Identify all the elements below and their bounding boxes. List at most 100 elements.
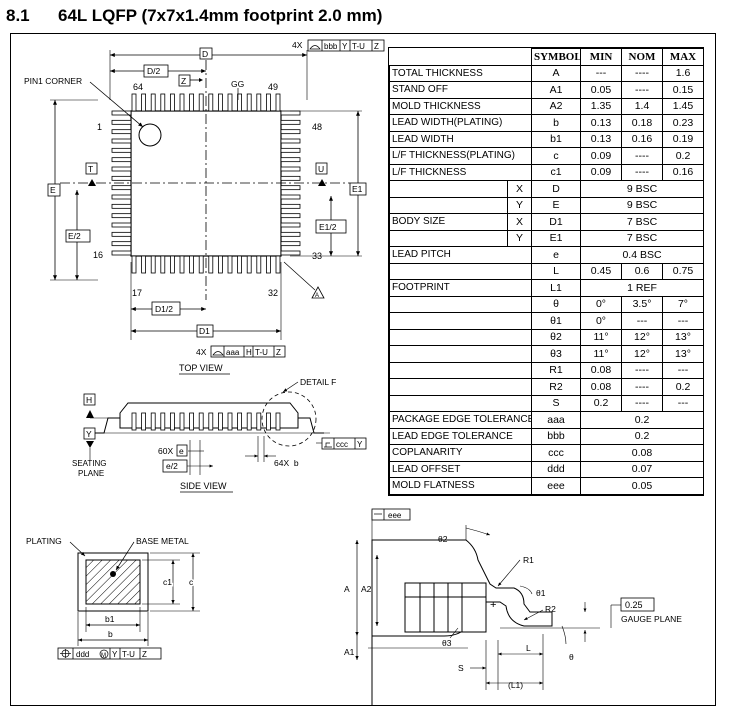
lead-side [189, 412, 195, 431]
dim-D1-2-label: D1/2 [155, 304, 173, 314]
sub-cell: Y [507, 196, 532, 214]
param-cell [389, 394, 532, 412]
side-view-caption: SIDE VIEW [180, 481, 227, 491]
base-metal-label: BASE METAL [136, 536, 189, 546]
min-cell: --- [580, 64, 622, 82]
value-cell: 9 BSC [580, 196, 704, 214]
symbol-cell: θ1 [531, 312, 581, 330]
symbol-cell: c [531, 147, 581, 165]
fcf-ccc-datum: Y [357, 440, 363, 449]
value-cell: 0.05 [580, 477, 704, 495]
lead-left [111, 175, 132, 181]
lead-left [111, 110, 132, 116]
max-cell: 13° [662, 345, 704, 363]
lead-base-metal [85, 559, 141, 605]
value-cell: 1 REF [580, 279, 704, 297]
max-cell: 7° [662, 295, 704, 313]
value-cell: 0.2 [580, 411, 704, 429]
theta2-label: θ2 [438, 534, 448, 544]
svg-text:bbb: bbb [324, 42, 338, 51]
nom-cell: ---- [621, 81, 663, 99]
lead-left [111, 157, 132, 163]
symbol-cell: θ2 [531, 328, 581, 346]
table-header-row: SYMBOL MIN NOM MAX [389, 48, 704, 66]
symbol-cell: c1 [531, 163, 581, 181]
svg-text:+: + [490, 599, 496, 611]
nom-cell: 1.4 [621, 97, 663, 115]
datum-Z: Z [181, 76, 186, 86]
datum-H: H [86, 395, 92, 405]
theta-label: θ [569, 652, 574, 662]
symbol-cell: R1 [531, 361, 581, 379]
lead-top [265, 93, 271, 112]
svg-text:Z: Z [276, 348, 281, 357]
param-cell: MOLD THICKNESS [389, 97, 532, 115]
lead-top [227, 93, 233, 112]
param-cell: TOTAL THICKNESS [389, 64, 532, 82]
param-cell [389, 180, 508, 198]
L1-label: (L1) [508, 680, 523, 690]
symbol-cell: θ [531, 295, 581, 313]
lead-right [280, 241, 301, 247]
lead-left [111, 119, 132, 125]
lead-top [189, 93, 195, 112]
lead-top [179, 93, 185, 112]
lead-left [111, 250, 132, 256]
lead-left [111, 222, 132, 228]
max-cell: 0.23 [662, 114, 704, 132]
lead-side [198, 412, 204, 431]
lead-top [198, 93, 204, 112]
param-cell [389, 295, 532, 313]
lead-side [160, 412, 166, 431]
top-view: 64 49 1 48 16 33 17 32 PIN1 CORNER D 4X … [24, 39, 385, 375]
value-cell: 0.08 [580, 444, 704, 462]
svg-text:Y: Y [112, 650, 118, 659]
param-cell: MOLD FLATNESS [389, 477, 532, 495]
fcf-top: 4X bbb Y T-U Z [292, 39, 385, 52]
pin1-marker [138, 123, 162, 147]
detail-f: eee θ2 R1 θ1 R2 A A2 A1 θ3 + 0.25 GA [344, 508, 682, 705]
lead-top [160, 93, 166, 112]
svg-text:Z: Z [374, 42, 379, 51]
datum-U: U [318, 164, 324, 174]
lead-bottom [246, 255, 252, 274]
lead-bottom [189, 255, 195, 274]
svg-text:H: H [246, 348, 252, 357]
lead-side [246, 412, 252, 431]
symbol-cell: E [531, 196, 581, 214]
L-label: L [526, 643, 531, 653]
nom-cell: 0.6 [621, 262, 663, 280]
A-label: A [344, 584, 350, 594]
svg-text:4X: 4X [196, 347, 207, 357]
param-cell: LEAD WIDTH [389, 130, 532, 148]
param-cell: LEAD WIDTH(PLATING) [389, 114, 532, 132]
lead-left [111, 231, 132, 237]
value-cell: 0.07 [580, 460, 704, 478]
symbol-cell: A [531, 64, 581, 82]
lead-side [256, 412, 262, 431]
lead-side [169, 412, 175, 431]
lead-left [111, 194, 132, 200]
value-cell: 7 BSC [580, 213, 704, 231]
lead-bottom [141, 255, 147, 274]
min-cell: 1.35 [580, 97, 622, 115]
lead-top [256, 93, 262, 112]
nom-cell: ---- [621, 163, 663, 181]
side-view: DETAIL F H Y SEATING PLANE 60X e e/2 64X… [72, 377, 367, 493]
lead-top [246, 93, 252, 112]
lead-left [111, 241, 132, 247]
lead-right [280, 231, 301, 237]
pin-17-label: 17 [132, 288, 142, 298]
min-cell: 0.09 [580, 147, 622, 165]
